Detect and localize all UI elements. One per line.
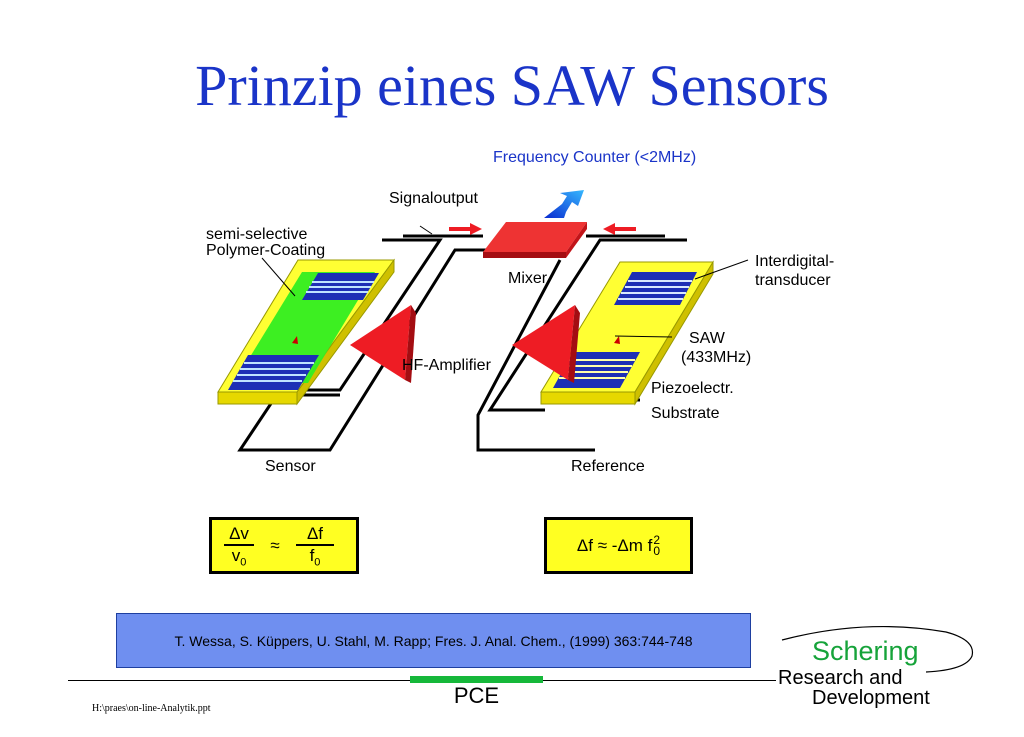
sensor-hf-amplifier [350,305,416,383]
sensor-idt-top [302,273,379,300]
reference-saw-arrow [614,336,620,344]
reference-loop-bottom [476,259,595,452]
signal-output-label: Signaloutput [389,190,479,207]
citation-box: T. Wessa, S. Küppers, U. Stahl, M. Rapp;… [116,613,751,668]
velocity-numerator: Δv [224,524,254,546]
frequency-fraction: Δf f0 [296,524,334,568]
sensor-label: Sensor [265,458,316,475]
citation-text: T. Wessa, S. Küppers, U. Stahl, M. Rapp;… [174,632,693,649]
reference-formula-sub: 0 [653,543,661,558]
logo-schering: Schering [812,636,919,666]
coating-label-line2: Polymer-Coating [206,242,325,259]
saw-label: SAW [689,330,726,347]
pce-bar [410,676,543,683]
mixer-label: Mixer [508,270,548,287]
frequency-numerator: Δf [296,524,334,546]
reference-hf-amplifier [512,305,580,383]
approx-sign: ≈ [270,536,280,555]
sensor-saw-arrow [292,336,298,344]
right-signal-arrow [603,223,636,235]
logo-swoosh [781,625,974,673]
frequency-denominator: f [309,546,315,565]
logo-development: Development [812,687,930,709]
velocity-denominator-sub: 0 [240,556,247,569]
frequency-denominator-sub: 0 [314,556,321,569]
sensor-formula-box: Δv v0 ≈ Δf f0 [209,517,359,574]
substrate-label-line2: Substrate [651,405,720,422]
velocity-fraction: Δv v0 [224,524,254,568]
sensor-loop-bottom [237,248,500,452]
saw-frequency-label: (433MHz) [681,349,751,366]
reference-label: Reference [571,458,645,475]
left-signal-arrow [449,223,482,235]
reference-idt-top [614,272,697,305]
coating-label-line1: semi-selective [206,226,307,243]
reference-formula-text: Δf ≈ -Δm f [576,535,653,555]
signal-output-arrow [544,190,584,218]
pce-label: PCE [453,683,500,708]
logo-research: Research and [778,667,903,689]
frequency-counter-label: Frequency Counter (<2MHz) [493,149,696,166]
sensor-idt-bottom [228,355,319,390]
hf-amplifier-label: HF-Amplifier [402,357,492,374]
velocity-denominator: v [231,546,241,565]
reference-formula-sup: 2 [653,532,661,547]
leader-lines [261,225,749,338]
idt-label-line2: transducer [755,272,831,289]
substrate-label-line1: Piezoelectr. [651,380,734,397]
mixer-block [483,222,587,258]
idt-label-line1: Interdigital- [755,253,834,270]
file-path: H:\praes\on-line-Analytik.ppt [92,703,211,714]
page-title: Prinzip eines SAW Sensors [195,53,829,118]
sensor-loop-top [293,238,443,392]
